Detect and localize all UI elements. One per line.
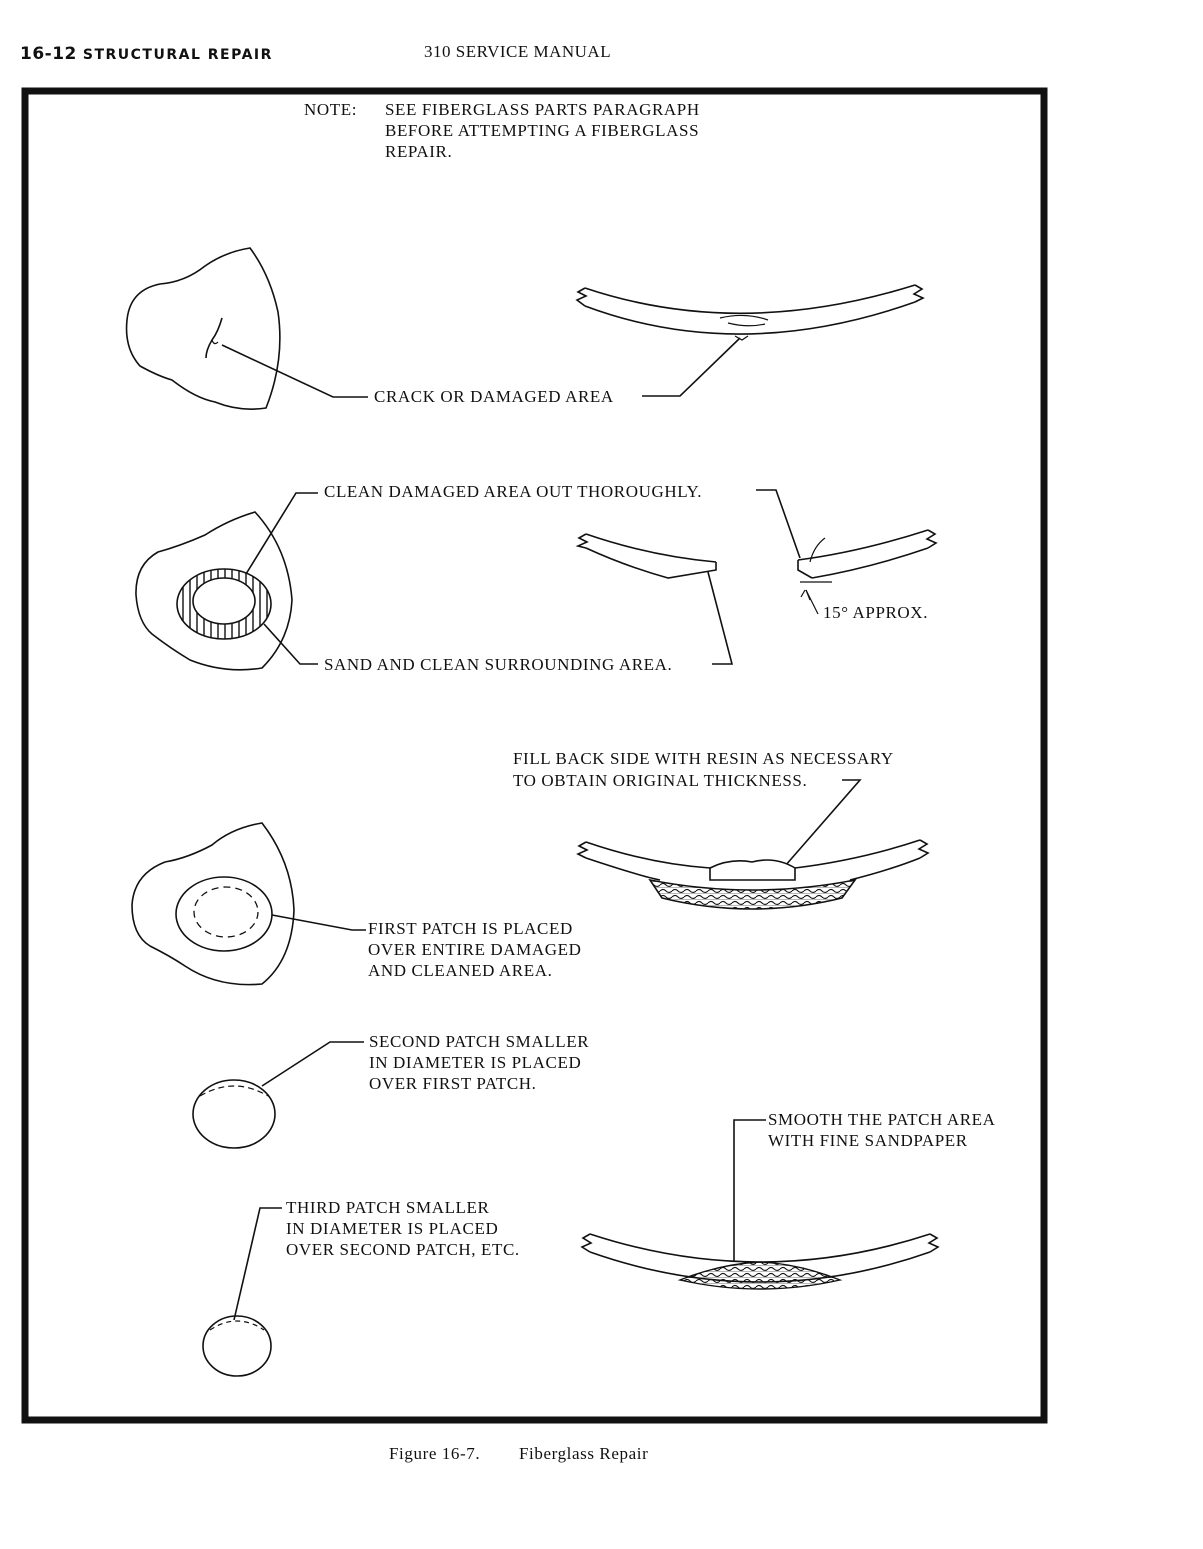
filled-section-view [576, 839, 930, 910]
second-patch-leader [261, 1041, 364, 1087]
damaged-panel-section [575, 284, 925, 341]
third-patch-line-1: THIRD PATCH SMALLER [286, 1198, 490, 1217]
second-patch-line-2: IN DIAMETER IS PLACED [369, 1053, 581, 1072]
second-patch-line-1: SECOND PATCH SMALLER [369, 1032, 589, 1051]
note-line-3: REPAIR. [385, 142, 452, 161]
second-patch [192, 1079, 276, 1149]
crack-leader-right [642, 337, 741, 397]
page-header-left: 16-12 STRUCTURAL REPAIR [20, 44, 273, 64]
figure-number: Figure 16-7. [389, 1444, 480, 1463]
third-patch [202, 1315, 272, 1377]
fill-callout-line-2: TO OBTAIN ORIGINAL THICKNESS. [513, 771, 807, 790]
sand-leader-left [263, 623, 318, 665]
first-patch-line-1: FIRST PATCH IS PLACED [368, 919, 573, 938]
crack-leader-left [221, 344, 368, 398]
note-line-1: SEE FIBERGLASS PARTS PARAGRAPH [385, 100, 700, 119]
first-patch-line-2: OVER ENTIRE DAMAGED [368, 940, 582, 959]
first-patch-leader [271, 914, 366, 931]
smoothed-section-view [580, 1233, 940, 1290]
second-patch-line-3: OVER FIRST PATCH. [369, 1074, 537, 1093]
sand-leader-right [707, 571, 734, 665]
third-patch-line-2: IN DIAMETER IS PLACED [286, 1219, 498, 1238]
fill-callout-line-1: FILL BACK SIDE WITH RESIN AS NECESSARY [513, 749, 894, 768]
smooth-callout-line-1: SMOOTH THE PATCH AREA [768, 1110, 996, 1129]
figure-title: Fiberglass Repair [519, 1444, 648, 1463]
manual-title: 310 SERVICE MANUAL [424, 42, 612, 61]
angle-callout: 15° APPROX. [823, 603, 928, 622]
note-prefix: NOTE: [304, 100, 357, 119]
crack-callout: CRACK OR DAMAGED AREA [374, 387, 614, 406]
page-number: 16-12 [20, 44, 77, 64]
fill-leader [784, 779, 862, 867]
note-line-2: BEFORE ATTEMPTING A FIBERGLASS [385, 121, 699, 140]
clean-callout: CLEAN DAMAGED AREA OUT THOROUGHLY. [324, 482, 702, 501]
third-patch-leader [233, 1207, 282, 1321]
figure-frame [21, 87, 1048, 1424]
smooth-leader [733, 1119, 766, 1262]
first-patch-top-view [131, 822, 295, 986]
clean-leader-left [245, 492, 318, 575]
first-patch-line-3: AND CLEANED AREA. [368, 961, 552, 980]
smooth-callout-line-2: WITH FINE SANDPAPER [768, 1131, 968, 1150]
clean-leader-right [756, 489, 801, 559]
cleaned-panel-top-view [135, 511, 293, 671]
cleaned-section-left [575, 533, 717, 579]
sand-callout: SAND AND CLEAN SURROUNDING AREA. [324, 655, 672, 674]
cleaned-section-right [797, 529, 938, 615]
third-patch-line-3: OVER SECOND PATCH, ETC. [286, 1240, 520, 1259]
section-title: STRUCTURAL REPAIR [82, 47, 273, 63]
damaged-panel-top-view [125, 247, 281, 410]
